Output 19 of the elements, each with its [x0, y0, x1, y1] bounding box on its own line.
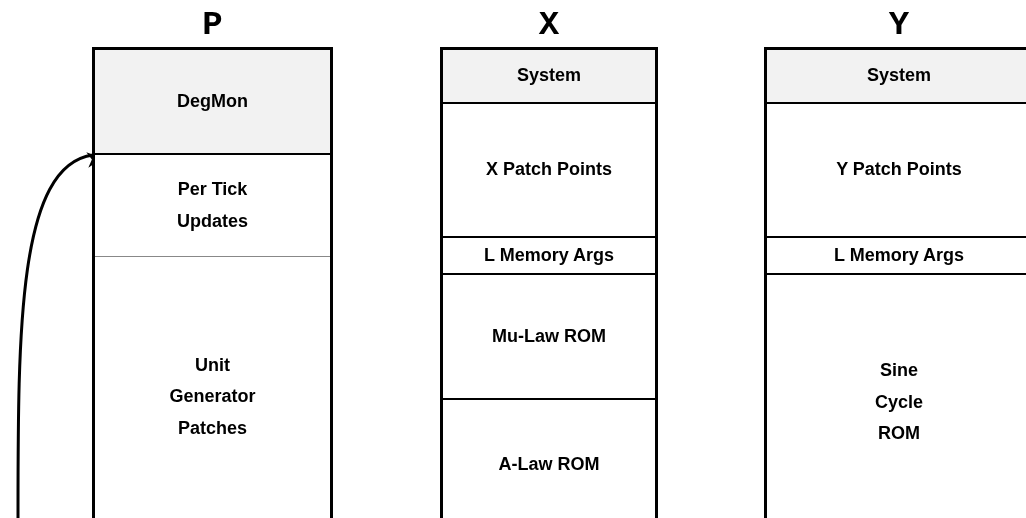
segment-label: Y Patch Points [836, 158, 962, 182]
segment-label: L Memory Args [833, 243, 964, 267]
segment-label: X Patch Points [486, 158, 612, 182]
segment-label: System [516, 64, 581, 88]
segment-label: Mu-Law ROM [492, 324, 606, 348]
segment-label: System [866, 64, 931, 88]
column-heading: P [201, 5, 224, 46]
column-heading: X [537, 5, 561, 46]
segment-label: A-Law ROM [498, 453, 600, 477]
segment-label: L Memory Args [483, 243, 614, 267]
memory-segment [95, 155, 330, 257]
memory-segment [443, 50, 655, 104]
memory-segment [95, 50, 330, 155]
segment-label: DegMon [177, 89, 248, 113]
segment-label: Per Tick Updates [176, 178, 249, 233]
segment-label: Unit Generator Patches [168, 353, 257, 440]
column-heading: Y [887, 5, 911, 46]
memory-segment [767, 50, 1026, 104]
segment-label: Sine Cycle ROM [873, 359, 924, 446]
